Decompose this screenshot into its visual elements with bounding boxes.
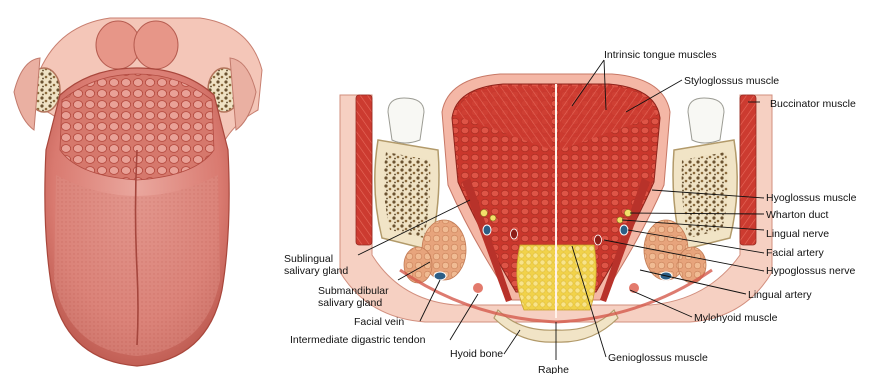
- label-facial-artery: Facial artery: [766, 247, 825, 259]
- label-buccinator: Buccinator muscle: [770, 98, 856, 110]
- epiglottis-right: [134, 21, 178, 69]
- label-sublingual-line1: Sublingual: [284, 253, 333, 265]
- label-digastric-tendon: Intermediate digastric tendon: [290, 334, 426, 346]
- label-intrinsic-muscles: Intrinsic tongue muscles: [604, 49, 717, 61]
- label-wharton-duct: Wharton duct: [766, 209, 829, 221]
- label-hypoglossus-nerve: Hypoglossus nerve: [766, 265, 855, 277]
- lingual-vessel-right: [620, 225, 628, 235]
- lingual-artery-right: [595, 235, 602, 245]
- label-hyoid-bone: Hyoid bone: [450, 348, 503, 360]
- cross-section-illustration: [340, 74, 772, 342]
- label-facial-vein: Facial vein: [354, 316, 404, 328]
- wharton-duct-left: [481, 210, 488, 217]
- label-lingual-nerve: Lingual nerve: [766, 228, 829, 240]
- label-submandibular-line1: Submandibular: [318, 285, 389, 297]
- tongue-surface-illustration: [14, 18, 262, 366]
- label-hyoglossus: Hyoglossus muscle: [766, 192, 857, 204]
- label-raphe: Raphe: [538, 364, 569, 374]
- tooth-right: [688, 98, 724, 143]
- label-lingual-artery: Lingual artery: [748, 289, 812, 301]
- lingual-nerve-left: [490, 215, 496, 221]
- buccinator-left: [356, 95, 372, 245]
- label-genioglossus: Genioglossus muscle: [608, 352, 708, 364]
- lingual-vessel-left: [483, 225, 491, 235]
- facial-vein-left: [434, 272, 446, 280]
- label-styloglossus: Styloglossus muscle: [684, 75, 779, 87]
- digastric-tendon-left: [473, 283, 484, 294]
- mandible-left-marrow: [384, 152, 431, 238]
- label-sublingual-line2: salivary gland: [284, 265, 348, 277]
- label-submandibular-line2: salivary gland: [318, 297, 382, 309]
- tooth-left: [388, 98, 424, 143]
- buccinator-right: [740, 95, 756, 245]
- label-mylohyoid: Mylohyoid muscle: [694, 312, 778, 324]
- lingual-artery-left: [511, 229, 518, 239]
- submandibular-gland-left: [404, 247, 432, 283]
- epiglottis-left: [96, 21, 140, 69]
